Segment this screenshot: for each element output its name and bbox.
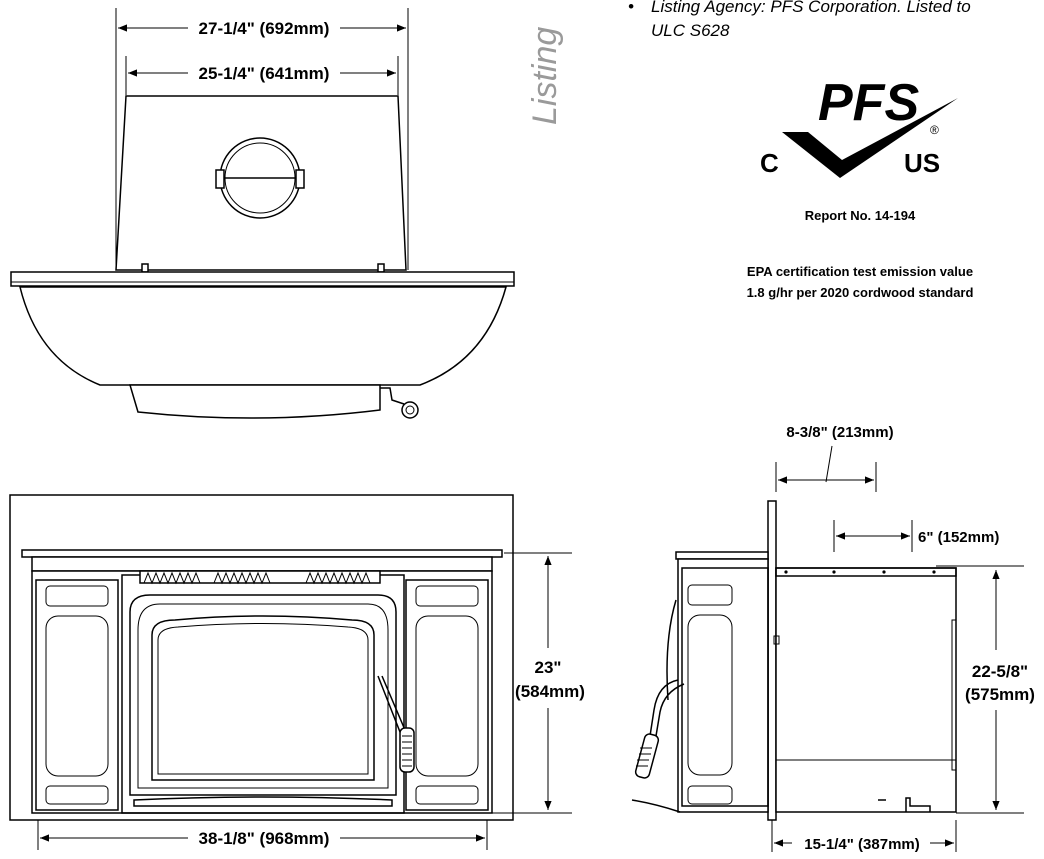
side-view: 8-3/8" (213mm) 6" (152mm) xyxy=(631,424,1035,853)
listing-block: Listing • Listing Agency: PFS Corporatio… xyxy=(526,0,973,300)
listing-agency-bullet: • xyxy=(628,0,634,16)
top-handle-knob xyxy=(401,401,419,419)
front-surround xyxy=(9,494,514,821)
side-height-label-2: (575mm) xyxy=(965,685,1035,704)
logo-right-letter: US xyxy=(904,148,940,178)
front-glass xyxy=(151,615,375,781)
front-width-label: 38-1/8" (968mm) xyxy=(199,829,330,848)
side-offset-label: 8-3/8" (213mm) xyxy=(786,424,893,441)
logo-left-letter: C xyxy=(760,148,779,178)
front-height-label-2: (584mm) xyxy=(515,682,585,701)
side-flue-label: 6" (152mm) xyxy=(918,529,999,546)
side-door-handle xyxy=(649,679,679,737)
side-firebox-body xyxy=(775,567,957,813)
listing-heading: Listing xyxy=(526,27,564,125)
epa-line-1: EPA certification test emission value xyxy=(747,264,973,279)
front-height-label-1: 23" xyxy=(535,658,562,677)
report-number: Report No. 14-194 xyxy=(805,208,916,223)
logo-brand: PFS xyxy=(818,74,919,132)
top-plate xyxy=(10,271,515,287)
top-view: 27-1/4" (692mm) 25-1/4" (641mm) xyxy=(10,8,515,419)
front-door xyxy=(129,594,397,796)
front-view: 23" (584mm) 38-1/8" (968mm) xyxy=(9,494,585,850)
side-height-label-1: 22-5/8" xyxy=(972,662,1028,681)
logo-checkmark xyxy=(782,98,958,178)
listing-agency-line1: Listing Agency: PFS Corporation. Listed … xyxy=(651,0,971,16)
listing-agency-line2: ULC S628 xyxy=(651,21,730,40)
front-door-handle xyxy=(381,675,406,731)
epa-line-2: 1.8 g/hr per 2020 cordwood standard xyxy=(747,285,974,300)
pfs-certification-logo: PFS C US ® xyxy=(760,74,958,178)
top-outer-width-label: 27-1/4" (692mm) xyxy=(199,19,330,38)
top-inner-width-label: 25-1/4" (641mm) xyxy=(199,64,330,83)
side-surround-plate xyxy=(767,500,777,821)
side-depth-label: 15-1/4" (387mm) xyxy=(804,836,920,853)
logo-registered-mark: ® xyxy=(930,123,939,137)
